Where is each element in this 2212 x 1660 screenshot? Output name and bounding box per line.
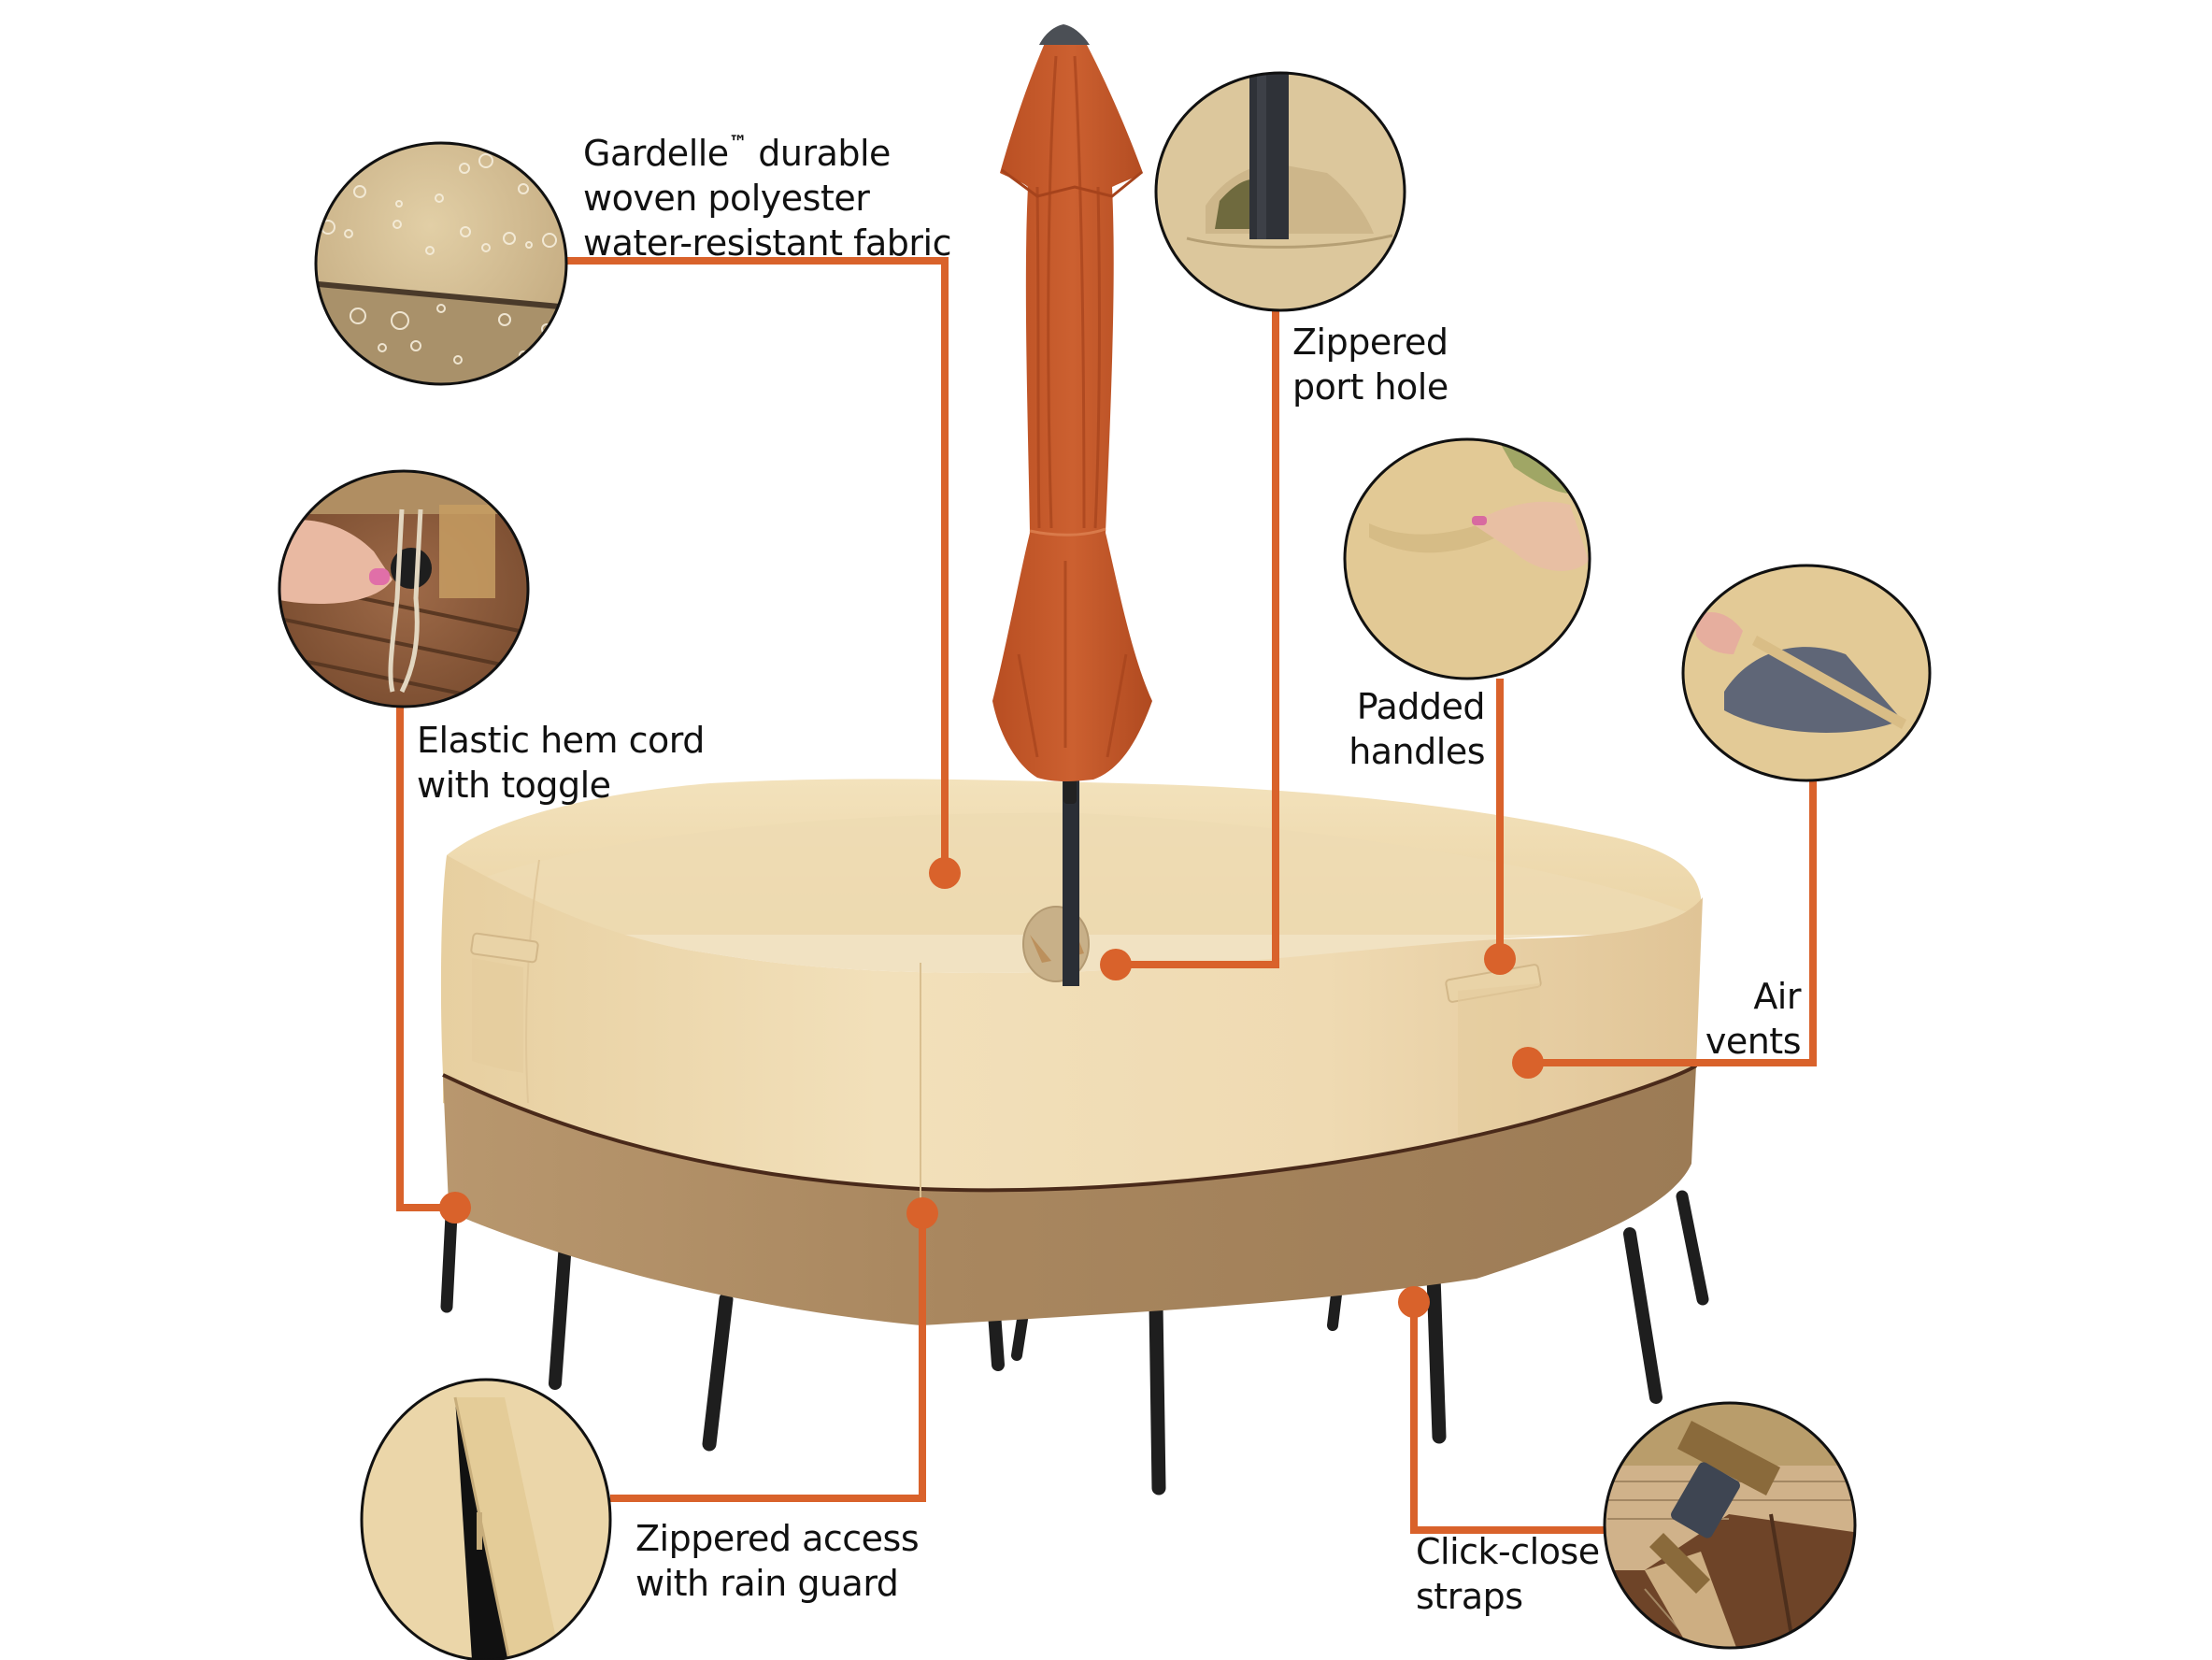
trademark-symbol: ™ xyxy=(728,131,748,153)
dot-zippered-access xyxy=(906,1197,938,1229)
line-straps xyxy=(1410,1302,1605,1534)
line-air-vents xyxy=(1528,780,1817,1066)
callout-label-zippered-access: Zippered access with rain guard xyxy=(635,1518,920,1604)
buckle-strap-icon xyxy=(1605,1403,1855,1648)
air-vent-icon xyxy=(1683,565,1930,780)
line-port-hole xyxy=(1116,308,1279,968)
dot-padded-handles xyxy=(1484,943,1516,975)
callout-label-padded-handles: Padded handles xyxy=(1349,686,1485,772)
water-droplets-fabric-icon xyxy=(316,143,566,384)
callout-label-elastic-cord: Elastic hem cord with toggle xyxy=(417,720,705,806)
dot-straps xyxy=(1398,1286,1430,1318)
zippered-port-hole-icon xyxy=(1156,73,1405,310)
dot-port-hole xyxy=(1100,949,1132,980)
chair-legs xyxy=(440,1190,1709,1495)
dot-elastic-cord xyxy=(439,1192,471,1224)
line-zippered-access xyxy=(610,1213,926,1502)
zipper-rain-guard-icon xyxy=(362,1380,610,1660)
line-elastic-cord xyxy=(396,707,455,1211)
patio-umbrella xyxy=(992,24,1152,986)
padded-handle-icon xyxy=(1345,439,1590,679)
dot-fabric xyxy=(929,857,961,889)
elastic-cord-toggle-icon xyxy=(279,471,528,707)
callout-label-port-hole: Zippered port hole xyxy=(1292,322,1449,408)
callout-label-air-vents: Air vents xyxy=(1705,976,1802,1062)
callout-lines xyxy=(396,257,1817,1534)
dot-air-vents xyxy=(1512,1047,1544,1079)
callout-label-fabric: Gardelle™ durable woven polyester water-… xyxy=(583,131,951,264)
callout-label-straps: Click-close straps xyxy=(1416,1531,1600,1617)
line-fabric xyxy=(564,257,949,873)
callout-dots xyxy=(439,857,1544,1318)
